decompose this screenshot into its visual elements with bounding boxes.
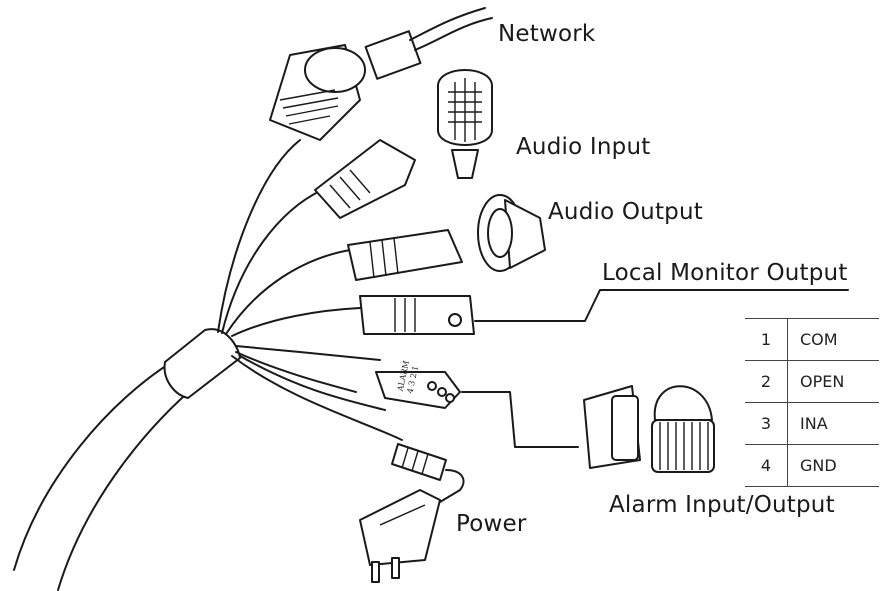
alarm-terminal-block [375, 371, 461, 409]
label-alarm-io: Alarm Input/Output [609, 492, 835, 518]
pin-signal: COM [787, 318, 879, 361]
power-adapter-icon [359, 489, 441, 583]
pin-number: 1 [745, 318, 788, 361]
power-wire [439, 469, 465, 503]
dc-power-connector [391, 443, 447, 481]
speaker-icon [477, 194, 546, 272]
local-monitor-leader [474, 289, 849, 322]
audio-input-connector [314, 139, 416, 219]
fanout-wires [217, 139, 403, 441]
audio-output-connector [347, 229, 463, 281]
pin-number: 3 [745, 402, 788, 445]
alarm-siren-icon [651, 385, 715, 473]
pin-signal: GND [787, 444, 879, 487]
bnc-connector [359, 295, 475, 335]
label-network: Network [498, 21, 596, 47]
microphone-icon [437, 69, 493, 179]
alarm-leader [461, 391, 579, 448]
cable-sleeve [163, 328, 241, 399]
label-local-monitor-output: Local Monitor Output [602, 260, 848, 286]
pin-signal: INA [787, 402, 879, 445]
network-connector [269, 7, 493, 141]
pin-number: 4 [745, 444, 788, 487]
label-audio-input: Audio Input [516, 134, 651, 160]
pin-number: 2 [745, 360, 788, 403]
label-power: Power [456, 511, 527, 537]
pin-signal: OPEN [787, 360, 879, 403]
label-audio-output: Audio Output [548, 199, 703, 225]
alarm-sensor-icon [583, 385, 641, 469]
